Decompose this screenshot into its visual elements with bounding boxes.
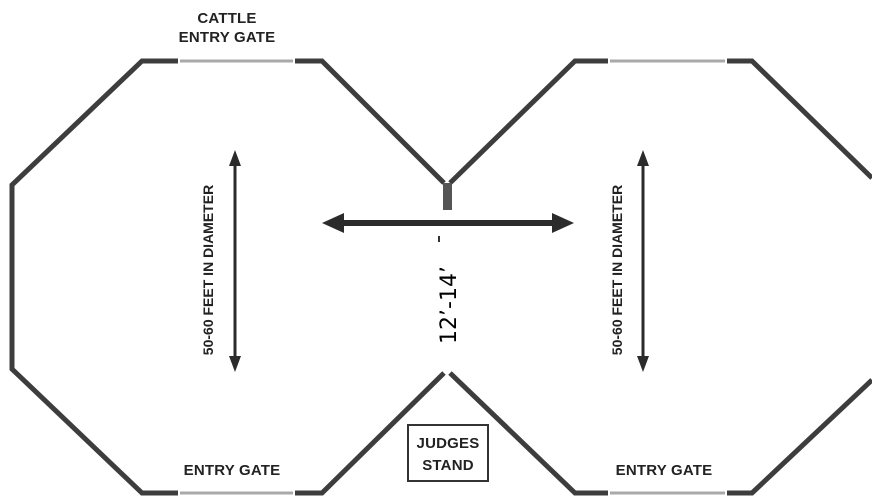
judges-stand-box bbox=[407, 424, 489, 482]
alley-width-label: 12’-14’ bbox=[437, 266, 462, 344]
right-ring-outer-wall bbox=[727, 58, 872, 180]
left-diameter-arrow bbox=[229, 150, 241, 372]
left-entry-gate-label: ENTRY GATE bbox=[184, 462, 281, 479]
center-divider-post bbox=[443, 183, 452, 210]
left-ring bbox=[9, 58, 446, 496]
right-ring bbox=[448, 58, 872, 496]
alley-width-arrow bbox=[322, 213, 574, 233]
left-diameter-label: 50-60 FEET IN DIAMETER bbox=[200, 185, 216, 355]
judges-stand: JUDGES STAND bbox=[407, 424, 489, 482]
left-ring-bottom-right-wall bbox=[295, 371, 446, 496]
left-ring-top-wall bbox=[9, 58, 178, 496]
left-ring-top-right-wall bbox=[295, 58, 446, 185]
cattle-entry-gate-label-line1: CATTLE bbox=[197, 10, 256, 27]
right-ring-bottom-left-wall bbox=[448, 371, 608, 496]
right-ring-outer-bottom-wall bbox=[727, 378, 872, 496]
right-diameter-label: 50-60 FEET IN DIAMETER bbox=[609, 185, 625, 355]
judges-stand-label-line2: STAND bbox=[422, 457, 474, 474]
judges-stand-label-line1: JUDGES bbox=[417, 435, 480, 452]
cattle-entry-gate-label-line2: ENTRY GATE bbox=[179, 29, 276, 46]
right-ring-top-left-wall bbox=[448, 58, 608, 185]
right-diameter-arrow bbox=[637, 150, 649, 372]
right-entry-gate-label: ENTRY GATE bbox=[616, 462, 713, 479]
